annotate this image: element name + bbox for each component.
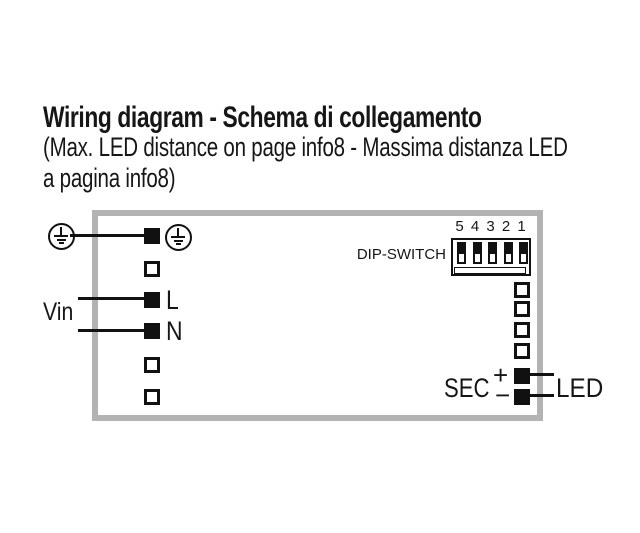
wire-led-plus [530, 373, 554, 376]
subtitle-line-1: (Max. LED distance on page info8 - Massi… [43, 132, 568, 162]
output-terminal-square [514, 343, 530, 359]
output-terminal-square [514, 322, 530, 338]
wire-ground [70, 234, 145, 237]
input-terminal-square [144, 261, 160, 277]
output-terminal-square [514, 282, 530, 298]
plus-sign: + [493, 360, 509, 390]
line-terminal-label: L [166, 285, 179, 315]
dip-switch-base-strip [454, 267, 526, 274]
dip-switch-actuator [459, 254, 464, 262]
ground-icon-stem [60, 227, 62, 235]
ground-icon-bar-short [58, 242, 64, 244]
output-terminal-square [514, 301, 530, 317]
dip-switch-actuator [474, 254, 480, 262]
input-terminal-square [144, 228, 160, 244]
input-terminal-square [144, 323, 160, 339]
ground-icon [165, 224, 192, 251]
ground-icon-bar-long [171, 236, 185, 238]
ground-icon-bar-mid [173, 239, 183, 242]
input-terminal-square [144, 292, 160, 308]
wire-led-minus [530, 394, 554, 397]
ground-icon-bar-mid [56, 238, 66, 241]
output-terminal-square [514, 389, 530, 405]
wire-neutral [78, 329, 145, 332]
input-terminal-square [144, 357, 160, 373]
dip-number: 5 [455, 218, 464, 235]
page-title: Wiring diagram - Schema di collegamento [43, 101, 482, 134]
sec-label: SEC [444, 373, 490, 403]
led-label: LED [556, 373, 604, 403]
minus-sign: − [495, 380, 511, 410]
dip-switch-label: DIP-SWITCH [356, 246, 446, 263]
dip-switch-lever [519, 242, 528, 264]
dip-switch-lever [488, 242, 497, 264]
dip-number: 4 [470, 218, 480, 235]
dip-switch-actuator [521, 254, 526, 262]
dip-number: 1 [517, 218, 526, 235]
subtitle-line-2: a pagina info8) [43, 163, 176, 193]
ground-icon-stem [177, 228, 179, 236]
dip-switch-block [451, 238, 531, 276]
ground-icon [48, 223, 75, 250]
dip-switch-lever [457, 242, 466, 264]
output-terminal-square [514, 368, 530, 384]
neutral-terminal-label: N [166, 316, 183, 346]
dip-switch-actuator [505, 254, 511, 262]
ground-icon-bar-long [54, 235, 68, 237]
dip-number: 3 [486, 218, 495, 235]
ground-icon-bar-short [175, 243, 181, 245]
dip-number: 2 [501, 218, 511, 235]
dip-switch-actuator [490, 254, 495, 262]
input-terminal-square [144, 389, 160, 405]
vin-label: Vin [43, 298, 74, 326]
dip-switch-lever [503, 242, 513, 264]
dip-switch-lever [472, 242, 482, 264]
wire-line [78, 297, 145, 300]
